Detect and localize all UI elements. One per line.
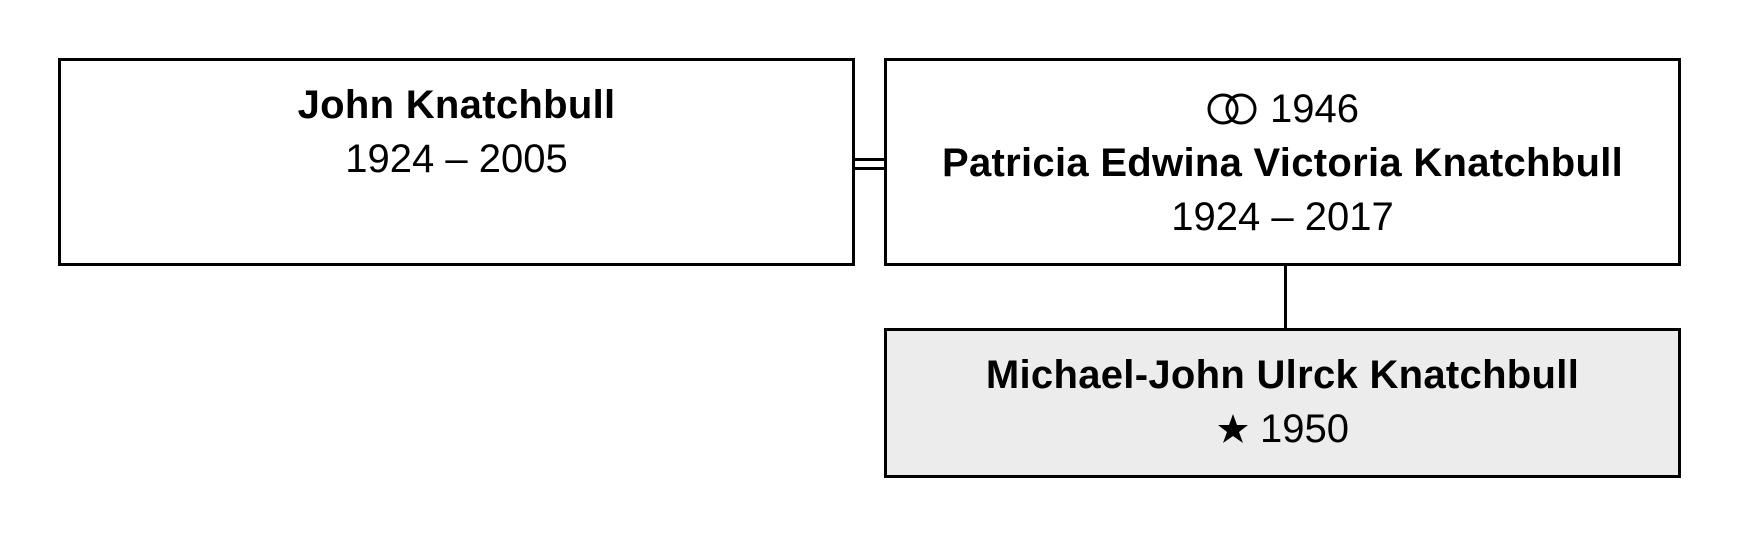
- person-dates: 1924 – 2005: [345, 137, 568, 181]
- marriage-year: 1946: [1270, 87, 1359, 131]
- marriage-connector-bottom: [855, 167, 885, 170]
- person-name: John Knatchbull: [297, 83, 616, 127]
- person-dates: 1924 – 2017: [1171, 195, 1394, 239]
- birth-star-icon: [1216, 412, 1250, 446]
- person-box-patricia-knatchbull: 1946 Patricia Edwina Victoria Knatchbull…: [884, 58, 1681, 266]
- birth-year: 1950: [1260, 407, 1349, 451]
- parent-child-connector: [1284, 266, 1287, 330]
- person-box-michael-john-knatchbull: Michael-John Ulrck Knatchbull 1950: [884, 328, 1681, 478]
- marriage-info: 1946: [887, 82, 1678, 136]
- wedding-rings-icon: [1206, 92, 1258, 126]
- marriage-connector-top: [855, 158, 885, 161]
- birth-info: 1950: [887, 402, 1678, 456]
- person-name: Michael-John Ulrck Knatchbull: [985, 353, 1580, 397]
- person-box-john-knatchbull: John Knatchbull 1924 – 2005: [58, 58, 855, 266]
- person-name: Patricia Edwina Victoria Knatchbull: [941, 141, 1624, 185]
